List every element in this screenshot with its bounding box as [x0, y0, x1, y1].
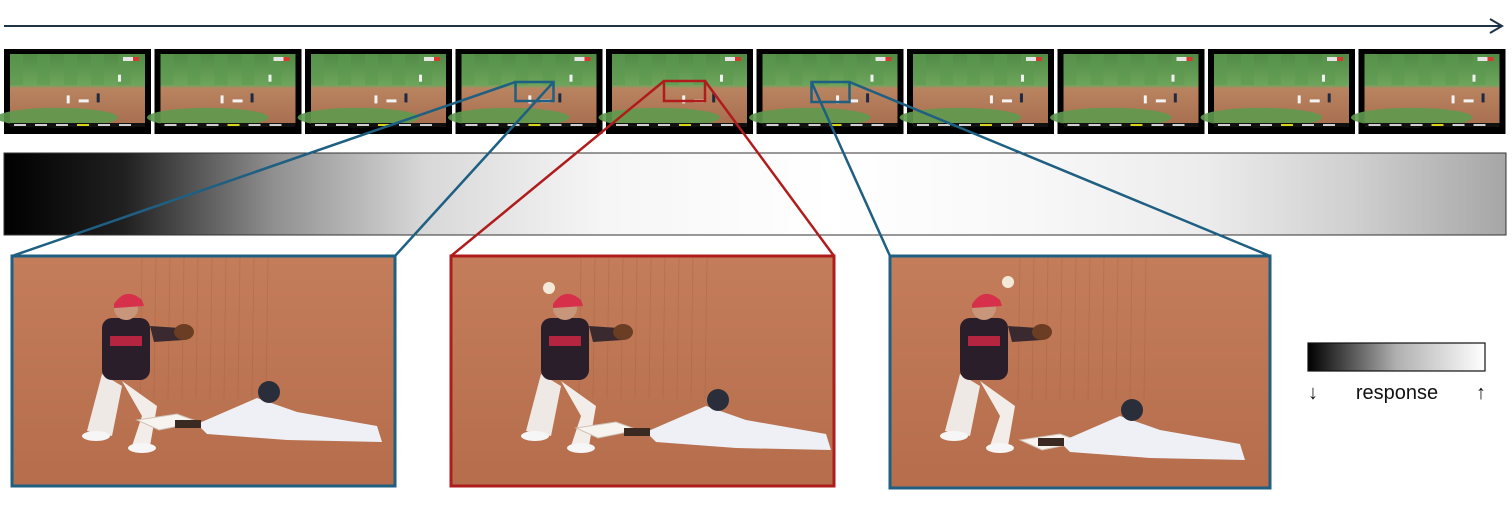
video-frame: [899, 49, 1054, 134]
connector-line: [450, 80, 665, 257]
highlight-box: [514, 80, 555, 103]
video-frame-strip: [0, 49, 1506, 134]
video-frame: [1200, 49, 1355, 134]
connector-line: [11, 80, 516, 258]
zoom-panel: [449, 254, 836, 488]
arrow-down-icon: ↓: [1308, 382, 1318, 404]
zoom-panel: [10, 254, 397, 488]
connector-line: [394, 81, 555, 257]
video-frame: [1351, 49, 1506, 134]
connector-line: [703, 80, 836, 257]
legend-label: response: [1355, 382, 1439, 404]
zoom-panels: [10, 254, 1272, 490]
zoom-connectors: [11, 79, 1271, 258]
video-frame: [0, 49, 151, 134]
response-heatmap-bar: [3, 152, 1507, 236]
connector-line: [849, 80, 1271, 258]
highlight-box: [810, 80, 851, 104]
time-axis-arrow: [4, 18, 1504, 34]
legend-caption: ↓ response ↑: [1308, 382, 1486, 405]
connector-line: [810, 81, 892, 257]
highlight-box: [662, 79, 707, 103]
video-frame: [297, 49, 452, 134]
video-frame: [448, 49, 603, 134]
arrow-up-icon: ↑: [1476, 382, 1486, 404]
video-frame: [147, 49, 302, 134]
video-frame: [749, 49, 904, 134]
legend-colorbar: [1307, 342, 1486, 372]
zoom-panel: [888, 254, 1272, 490]
video-frame: [598, 49, 753, 134]
video-frame: [1050, 49, 1205, 134]
